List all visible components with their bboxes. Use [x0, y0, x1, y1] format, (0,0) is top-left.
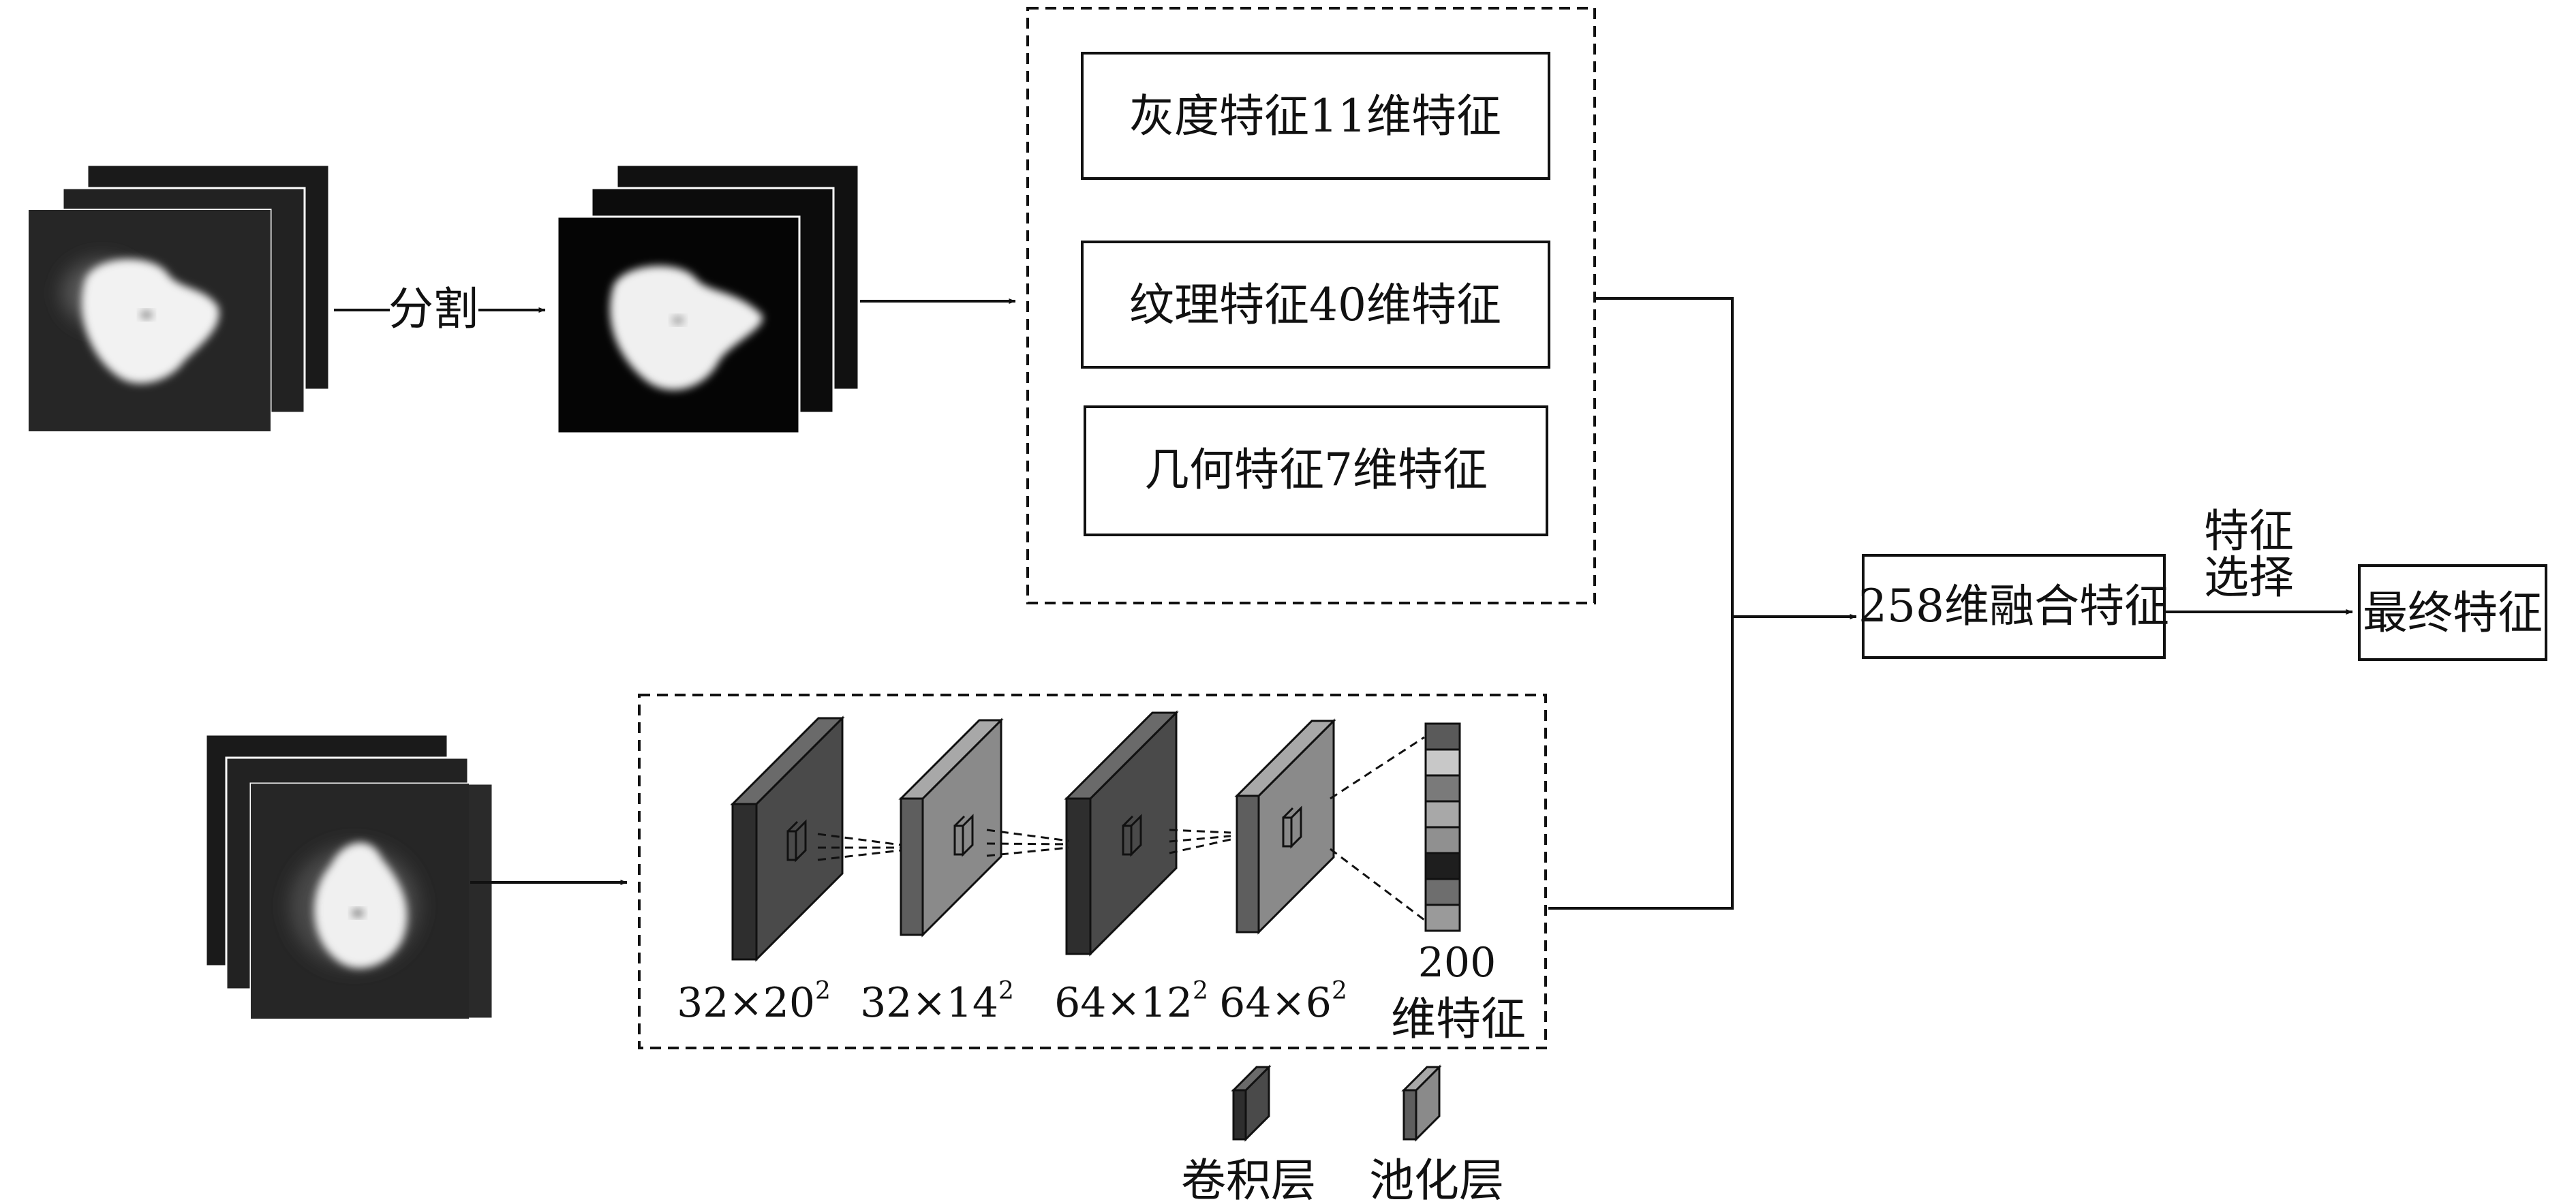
final-feature-box: 最终特征: [2358, 564, 2547, 661]
segment-arrow: 分割: [334, 283, 546, 335]
lesion-image-cnn-input: [251, 784, 469, 1019]
vector-cell-3: [1424, 774, 1461, 803]
gray-feature-label: 灰度特征11维特征: [1129, 90, 1501, 142]
cnn-layer-1-dim: 32×202: [677, 977, 831, 1027]
vector-cell-6: [1424, 852, 1461, 880]
cnn-output-dim: 200: [1418, 939, 1497, 987]
handcrafted-features-group: 灰度特征11维特征 纹理特征40维特征 几何特征7维特征: [1026, 7, 1596, 604]
legend-conv-label: 卷积层: [1181, 1154, 1316, 1204]
legend-conv-icon: [1231, 1064, 1272, 1142]
legend-pool-icon: [1401, 1064, 1442, 1142]
cnn-pool-layer-2: [898, 717, 1004, 938]
cnn-conv-layer-3-kernel: [1122, 814, 1142, 857]
cnn-feature-group: 32×202 32×142 64×122 64×62 200 维特征: [638, 694, 1547, 1049]
texture-feature-label: 纹理特征40维特征: [1129, 279, 1501, 331]
cnn-conv-layer-3: [1064, 710, 1179, 957]
geometric-feature-box: 几何特征7维特征: [1084, 405, 1548, 536]
cnn-layer-4-dim: 64×62: [1219, 977, 1347, 1027]
handcrafted-to-fusion-line: [1596, 297, 1734, 617]
cnn-projection-lines: [817, 736, 1425, 921]
fusion-feature-label: 258维融合特征: [1858, 580, 2169, 632]
input-image-stack-bottom: [204, 733, 494, 1020]
cnn-output-label: 维特征: [1391, 993, 1526, 1045]
segmented-image-stack: [556, 164, 860, 435]
cnn-output-vector: [1424, 722, 1461, 932]
cnn-conv-layer-1-kernel: [786, 819, 807, 863]
feature-selection-label-2: 选择: [2204, 551, 2294, 604]
vector-cell-7: [1424, 878, 1461, 906]
geometric-feature-label: 几何特征7维特征: [1144, 444, 1488, 496]
cnn-pool-layer-4-kernel: [1282, 805, 1302, 849]
cnn-layers: [730, 710, 1336, 962]
texture-feature-box: 纹理特征40维特征: [1081, 241, 1550, 369]
lesion-image-raw: [29, 210, 271, 431]
input-image-stack-top: [27, 164, 331, 433]
cnn-conv-layer-1: [730, 715, 845, 962]
vector-cell-8: [1424, 904, 1461, 932]
final-feature-label: 最终特征: [2363, 587, 2543, 639]
cnn-layer-3-dim: 64×122: [1054, 977, 1208, 1027]
vector-cell-1: [1424, 722, 1461, 751]
cnn-layer-2-dim: 32×142: [860, 977, 1014, 1027]
segment-label: 分割: [388, 283, 478, 335]
cnn-to-fusion-line: [1548, 617, 1734, 910]
legend: 卷积层 池化层: [1181, 1064, 1504, 1204]
vector-cell-2: [1424, 748, 1461, 777]
feature-selection-label-1: 特征: [2204, 505, 2294, 557]
feature-selection-arrow: 特征 选择: [2166, 505, 2353, 615]
lesion-image-segmented: [610, 266, 763, 390]
vector-cell-4: [1424, 800, 1461, 829]
legend-pool-label: 池化层: [1369, 1154, 1504, 1204]
vector-cell-5: [1424, 826, 1461, 854]
cnn-pool-layer-2-kernel: [953, 814, 974, 857]
cnn-pool-layer-4: [1234, 718, 1336, 935]
fusion-feature-box: 258维融合特征: [1858, 554, 2169, 659]
gray-feature-box: 灰度特征11维特征: [1081, 52, 1550, 180]
